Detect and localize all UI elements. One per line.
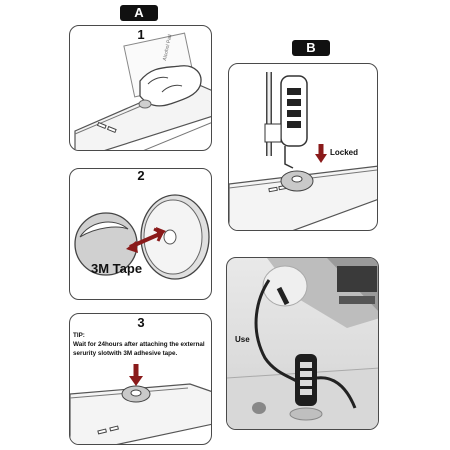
section-b-label: B xyxy=(292,40,330,56)
usage-photo: Use xyxy=(226,257,379,430)
use-label: Use xyxy=(235,335,250,344)
step-1-number: 1 xyxy=(137,27,145,42)
tape-disc-illustration xyxy=(74,194,210,280)
step-2-number: 2 xyxy=(137,168,145,183)
step-2-panel: 2 3M Tape xyxy=(69,168,212,300)
step-3-panel: 3 TIP: Wait for 24hours after attaching … xyxy=(69,313,212,445)
laptop-slot-illustration xyxy=(70,364,211,444)
step-1-panel: 1 Alcohol Pad xyxy=(69,25,212,151)
tape-label: 3M Tape xyxy=(91,261,143,276)
lock-on-laptop-illustration xyxy=(229,72,377,230)
tip-line-2: serurity slotwith 3M adhesive tape. xyxy=(73,350,178,357)
laptop-with-lock-photo xyxy=(227,258,378,429)
tip-line-1: Wait for 24hours after attaching the ext… xyxy=(73,341,205,348)
step-3-number: 3 xyxy=(137,315,145,330)
locked-status-label: Locked xyxy=(330,148,359,157)
tip-title: TIP: xyxy=(73,332,85,339)
section-b-panel: Locked xyxy=(228,63,378,231)
section-a-label: A xyxy=(120,5,158,21)
laptop-corner-illustration xyxy=(74,32,211,150)
